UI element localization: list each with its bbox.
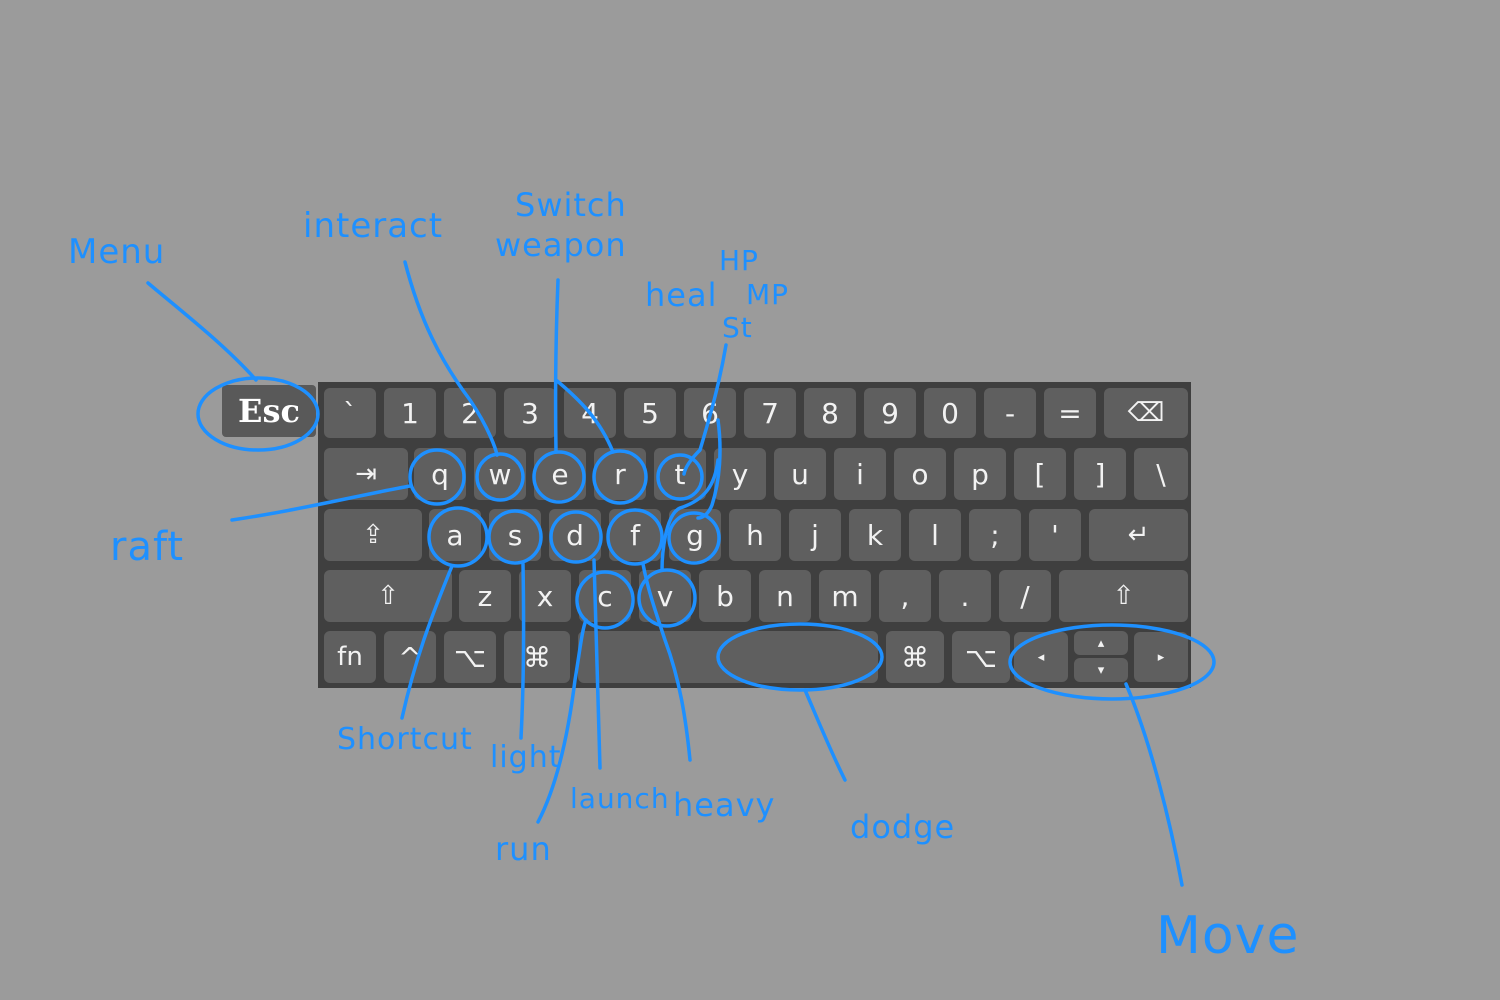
key-y[interactable]: y: [714, 448, 766, 500]
circle-g: [667, 511, 721, 565]
key-semicolon[interactable]: ;: [969, 509, 1021, 561]
circle-c: [575, 570, 635, 630]
line-menu: [146, 281, 258, 382]
circle-space: [716, 622, 884, 692]
key-i[interactable]: i: [834, 448, 886, 500]
label-dodge: dodge: [850, 808, 956, 846]
circle-e: [532, 450, 586, 504]
line-launch: [592, 558, 602, 770]
key-tab[interactable]: ⇥: [324, 448, 408, 500]
line-hp-mp-st: [682, 343, 728, 476]
key-8[interactable]: 8: [804, 388, 856, 438]
key-9[interactable]: 9: [864, 388, 916, 438]
circle-s: [487, 509, 543, 565]
line-switch-weapon: [553, 278, 615, 454]
key-backtick[interactable]: `: [324, 388, 376, 438]
key-m[interactable]: m: [819, 570, 871, 622]
label-switch: Switch: [515, 186, 627, 224]
label-hp: HP: [719, 244, 759, 277]
key-z[interactable]: z: [459, 570, 511, 622]
key-left-shift[interactable]: ⇧: [324, 570, 452, 622]
line-move: [1124, 682, 1184, 887]
key-esc[interactable]: Esc: [222, 385, 316, 437]
key-fn[interactable]: fn: [324, 631, 376, 683]
label-run: run: [495, 830, 552, 868]
key-3[interactable]: 3: [504, 388, 556, 438]
key-left-option[interactable]: ⌥: [444, 631, 496, 683]
key-q[interactable]: q: [414, 448, 466, 500]
label-launch: launch: [570, 782, 670, 815]
key-u[interactable]: u: [774, 448, 826, 500]
key-backspace[interactable]: ⌫: [1104, 388, 1188, 438]
key-slash[interactable]: /: [999, 570, 1051, 622]
circle-q: [408, 448, 466, 506]
line-run: [536, 618, 588, 824]
key-arrow-down[interactable]: ▾: [1074, 658, 1128, 682]
key-left-command[interactable]: ⌘: [504, 631, 570, 683]
key-1[interactable]: 1: [384, 388, 436, 438]
key-p[interactable]: p: [954, 448, 1006, 500]
key-7[interactable]: 7: [744, 388, 796, 438]
key-l[interactable]: l: [909, 509, 961, 561]
circle-t: [656, 453, 704, 501]
key-caps-lock[interactable]: ⇪: [324, 509, 422, 561]
line-dodge: [803, 688, 847, 782]
key-0[interactable]: 0: [924, 388, 976, 438]
line-shortcut: [400, 564, 454, 720]
key-right-shift[interactable]: ⇧: [1059, 570, 1188, 622]
circle-arrows: [1008, 623, 1216, 701]
key-enter[interactable]: ↵: [1089, 509, 1188, 561]
line-interact: [403, 260, 499, 457]
label-weapon: weapon: [495, 226, 627, 264]
line-heavy: [641, 562, 692, 762]
line-raft: [230, 484, 412, 522]
label-st: St: [722, 311, 753, 344]
circle-v: [637, 568, 697, 628]
key-arrow-up[interactable]: ▴: [1074, 631, 1128, 655]
key-equals[interactable]: =: [1044, 388, 1096, 438]
key-left-bracket[interactable]: [: [1014, 448, 1066, 500]
line-heal-v: [660, 458, 720, 572]
circle-esc: [196, 376, 320, 452]
circle-w: [475, 452, 525, 502]
label-raft: raft: [110, 524, 185, 570]
key-backslash[interactable]: \: [1134, 448, 1188, 500]
key-o[interactable]: o: [894, 448, 946, 500]
key-n[interactable]: n: [759, 570, 811, 622]
label-move: Move: [1156, 906, 1300, 966]
key-h[interactable]: h: [729, 509, 781, 561]
keyboard: ` 1 2 3 4 5 6 7 8 9 0 - = ⌫ ⇥ q w e r t …: [318, 382, 1191, 688]
label-heavy: heavy: [673, 786, 776, 824]
key-right-option[interactable]: ⌥: [952, 631, 1010, 683]
label-heal: heal: [645, 276, 718, 314]
key-x[interactable]: x: [519, 570, 571, 622]
circle-a: [427, 506, 489, 568]
key-k[interactable]: k: [849, 509, 901, 561]
key-j[interactable]: j: [789, 509, 841, 561]
circle-d: [549, 510, 603, 564]
key-comma[interactable]: ,: [879, 570, 931, 622]
label-mp: MP: [746, 278, 790, 311]
key-right-bracket[interactable]: ]: [1074, 448, 1126, 500]
circle-f: [606, 508, 664, 566]
key-arrow-right[interactable]: ▸: [1134, 632, 1188, 682]
label-interact: interact: [303, 206, 444, 246]
label-menu: Menu: [68, 232, 166, 272]
label-shortcut: Shortcut: [337, 722, 473, 757]
key-right-command[interactable]: ⌘: [886, 631, 944, 683]
key-arrow-left[interactable]: ◂: [1014, 632, 1068, 682]
line-light: [519, 562, 526, 740]
key-quote[interactable]: ': [1029, 509, 1081, 561]
key-b[interactable]: b: [699, 570, 751, 622]
label-light: light: [490, 740, 562, 775]
line-heal-g: [696, 418, 722, 520]
key-5[interactable]: 5: [624, 388, 676, 438]
key-minus[interactable]: -: [984, 388, 1036, 438]
key-period[interactable]: .: [939, 570, 991, 622]
circle-r: [592, 449, 648, 505]
